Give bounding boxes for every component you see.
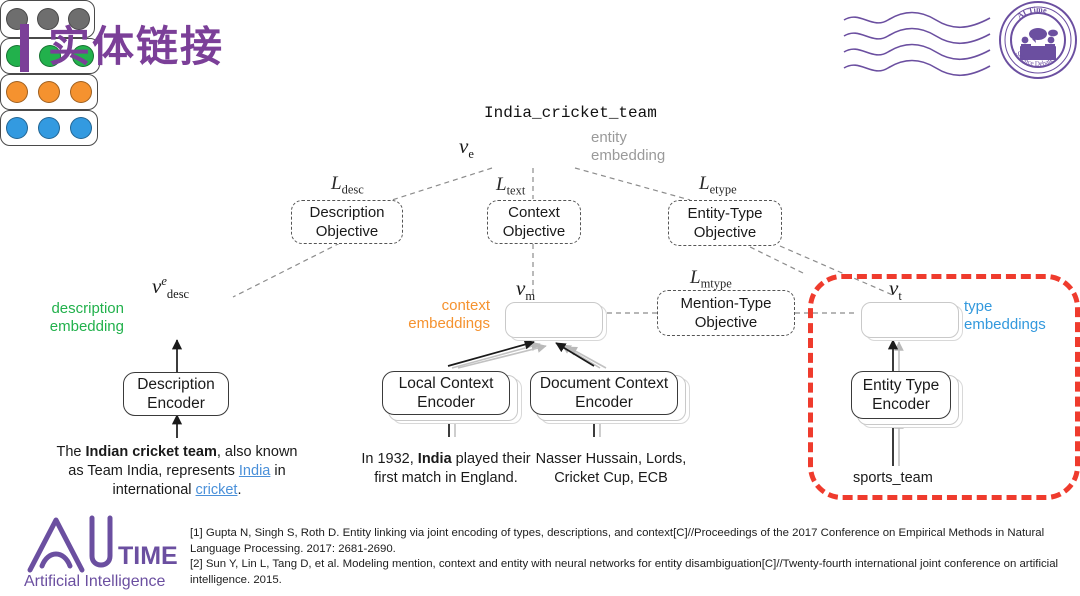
entity-type-objective-line1: Entity-Type bbox=[687, 205, 763, 222]
embedding-dot bbox=[6, 117, 28, 139]
type-embedding-box bbox=[0, 110, 98, 146]
description-encoder-box: Description Encoder bbox=[123, 372, 229, 416]
context-objective-box: Context Objective bbox=[487, 200, 581, 244]
document-context-encoder-box: Document Context Encoder bbox=[530, 371, 678, 415]
context-embedding-math-label: vm bbox=[516, 276, 536, 304]
entity-type-objective-box: Entity-Type Objective bbox=[668, 200, 782, 246]
description-embedding-caption: description embedding bbox=[28, 300, 124, 336]
title-accent-bar bbox=[20, 24, 29, 72]
entity-embedding-caption-line1: entity bbox=[591, 129, 627, 146]
embedding-dot bbox=[38, 45, 61, 67]
context-objective-line2: Objective bbox=[502, 223, 566, 240]
embedding-dot bbox=[6, 81, 28, 103]
footer-logo-subtitle: Artificial Intelligence bbox=[24, 573, 166, 590]
entity-embedding-caption: entity embedding bbox=[591, 129, 665, 165]
type-embedding-caption-line1: type bbox=[964, 298, 993, 315]
description-objective-line2: Objective bbox=[315, 223, 379, 240]
embedding-dot bbox=[38, 81, 60, 103]
document-context-encoder-line1: Document Context bbox=[539, 375, 669, 392]
embedding-dot bbox=[38, 117, 60, 139]
description-encoder-line1: Description bbox=[137, 376, 215, 393]
page-title: 实体链接 bbox=[48, 23, 225, 70]
wave-decoration-icon bbox=[843, 11, 991, 77]
description-embedding-math-label: vedesc bbox=[152, 274, 190, 302]
loss-label-text: Ltext bbox=[496, 174, 526, 198]
context-embedding-box bbox=[0, 74, 98, 110]
references-block: [1] Gupta N, Singh S, Roth D. Entity lin… bbox=[190, 526, 1070, 588]
type-embedding-stack-mid bbox=[861, 302, 959, 338]
embedding-dot bbox=[71, 45, 94, 67]
entity-embedding-caption-line2: embedding bbox=[591, 147, 666, 164]
document-context-input-text: Nasser Hussain, Lords, Cricket Cup, ECB bbox=[535, 451, 687, 486]
local-context-encoder-box: Local Context Encoder bbox=[382, 371, 510, 415]
embedding-dot bbox=[70, 117, 92, 139]
context-embedding-caption-line1: context bbox=[441, 297, 490, 314]
local-context-encoder-line1: Local Context bbox=[398, 375, 494, 392]
description-embedding-caption-line2: embedding bbox=[49, 318, 124, 335]
context-embedding-caption-line2: embeddings bbox=[408, 315, 490, 332]
mention-type-objective-line1: Mention-Type bbox=[680, 295, 772, 312]
ai-time-footer-logo-icon: TIME Artificial Intelligence bbox=[24, 515, 178, 590]
loss-label-mtype: Lmtype bbox=[690, 267, 732, 291]
context-objective-line1: Context bbox=[508, 204, 560, 221]
loss-label-desc: Ldesc bbox=[331, 173, 364, 197]
entity-embedding-box bbox=[0, 0, 95, 38]
type-embedding-caption: type embeddings bbox=[964, 298, 1046, 334]
entity-embedding-math-label: ve bbox=[459, 134, 474, 162]
ai-time-logo-icon: AI Time Science Debate bbox=[999, 1, 1077, 79]
type-branch-highlight bbox=[808, 274, 1080, 500]
description-input-text: The Indian cricket team, also known as T… bbox=[56, 444, 298, 498]
description-objective-line1: Description bbox=[309, 204, 385, 221]
description-objective-box: Description Objective bbox=[291, 200, 403, 244]
document-context-encoder-line2: Encoder bbox=[575, 394, 633, 411]
type-embedding-caption-line2: embeddings bbox=[964, 316, 1046, 333]
type-input-text: sports_team bbox=[853, 470, 933, 486]
entity-type-encoder-box: Entity Type Encoder bbox=[851, 371, 951, 419]
local-context-input-text: In 1932, India played their first match … bbox=[361, 451, 531, 486]
entity-type-encoder-line2: Encoder bbox=[872, 396, 930, 413]
embedding-dot bbox=[70, 81, 92, 103]
mention-type-objective-box: Mention-Type Objective bbox=[657, 290, 795, 336]
reference-item: [1] Gupta N, Singh S, Roth D. Entity lin… bbox=[190, 527, 1045, 555]
context-embedding-caption: context embeddings bbox=[392, 297, 490, 333]
reference-item: [2] Sun Y, Lin L, Tang D, et al. Modelin… bbox=[190, 558, 1059, 586]
context-embedding-stack-mid bbox=[505, 302, 603, 338]
local-context-encoder-line2: Encoder bbox=[417, 394, 475, 411]
entity-type-encoder-line1: Entity Type bbox=[862, 377, 940, 394]
description-encoder-line2: Encoder bbox=[147, 395, 205, 412]
loss-label-etype: Letype bbox=[699, 173, 737, 197]
mention-type-objective-line2: Objective bbox=[694, 314, 758, 331]
entity-name-label: India_cricket_team bbox=[484, 104, 657, 122]
type-embedding-math-label: vt bbox=[889, 276, 902, 304]
description-embedding-caption-line1: description bbox=[51, 300, 124, 317]
embedding-dot bbox=[67, 8, 90, 30]
embedding-dot bbox=[36, 8, 59, 30]
entity-type-objective-line2: Objective bbox=[693, 224, 757, 241]
footer-logo-brand: TIME bbox=[118, 542, 178, 570]
